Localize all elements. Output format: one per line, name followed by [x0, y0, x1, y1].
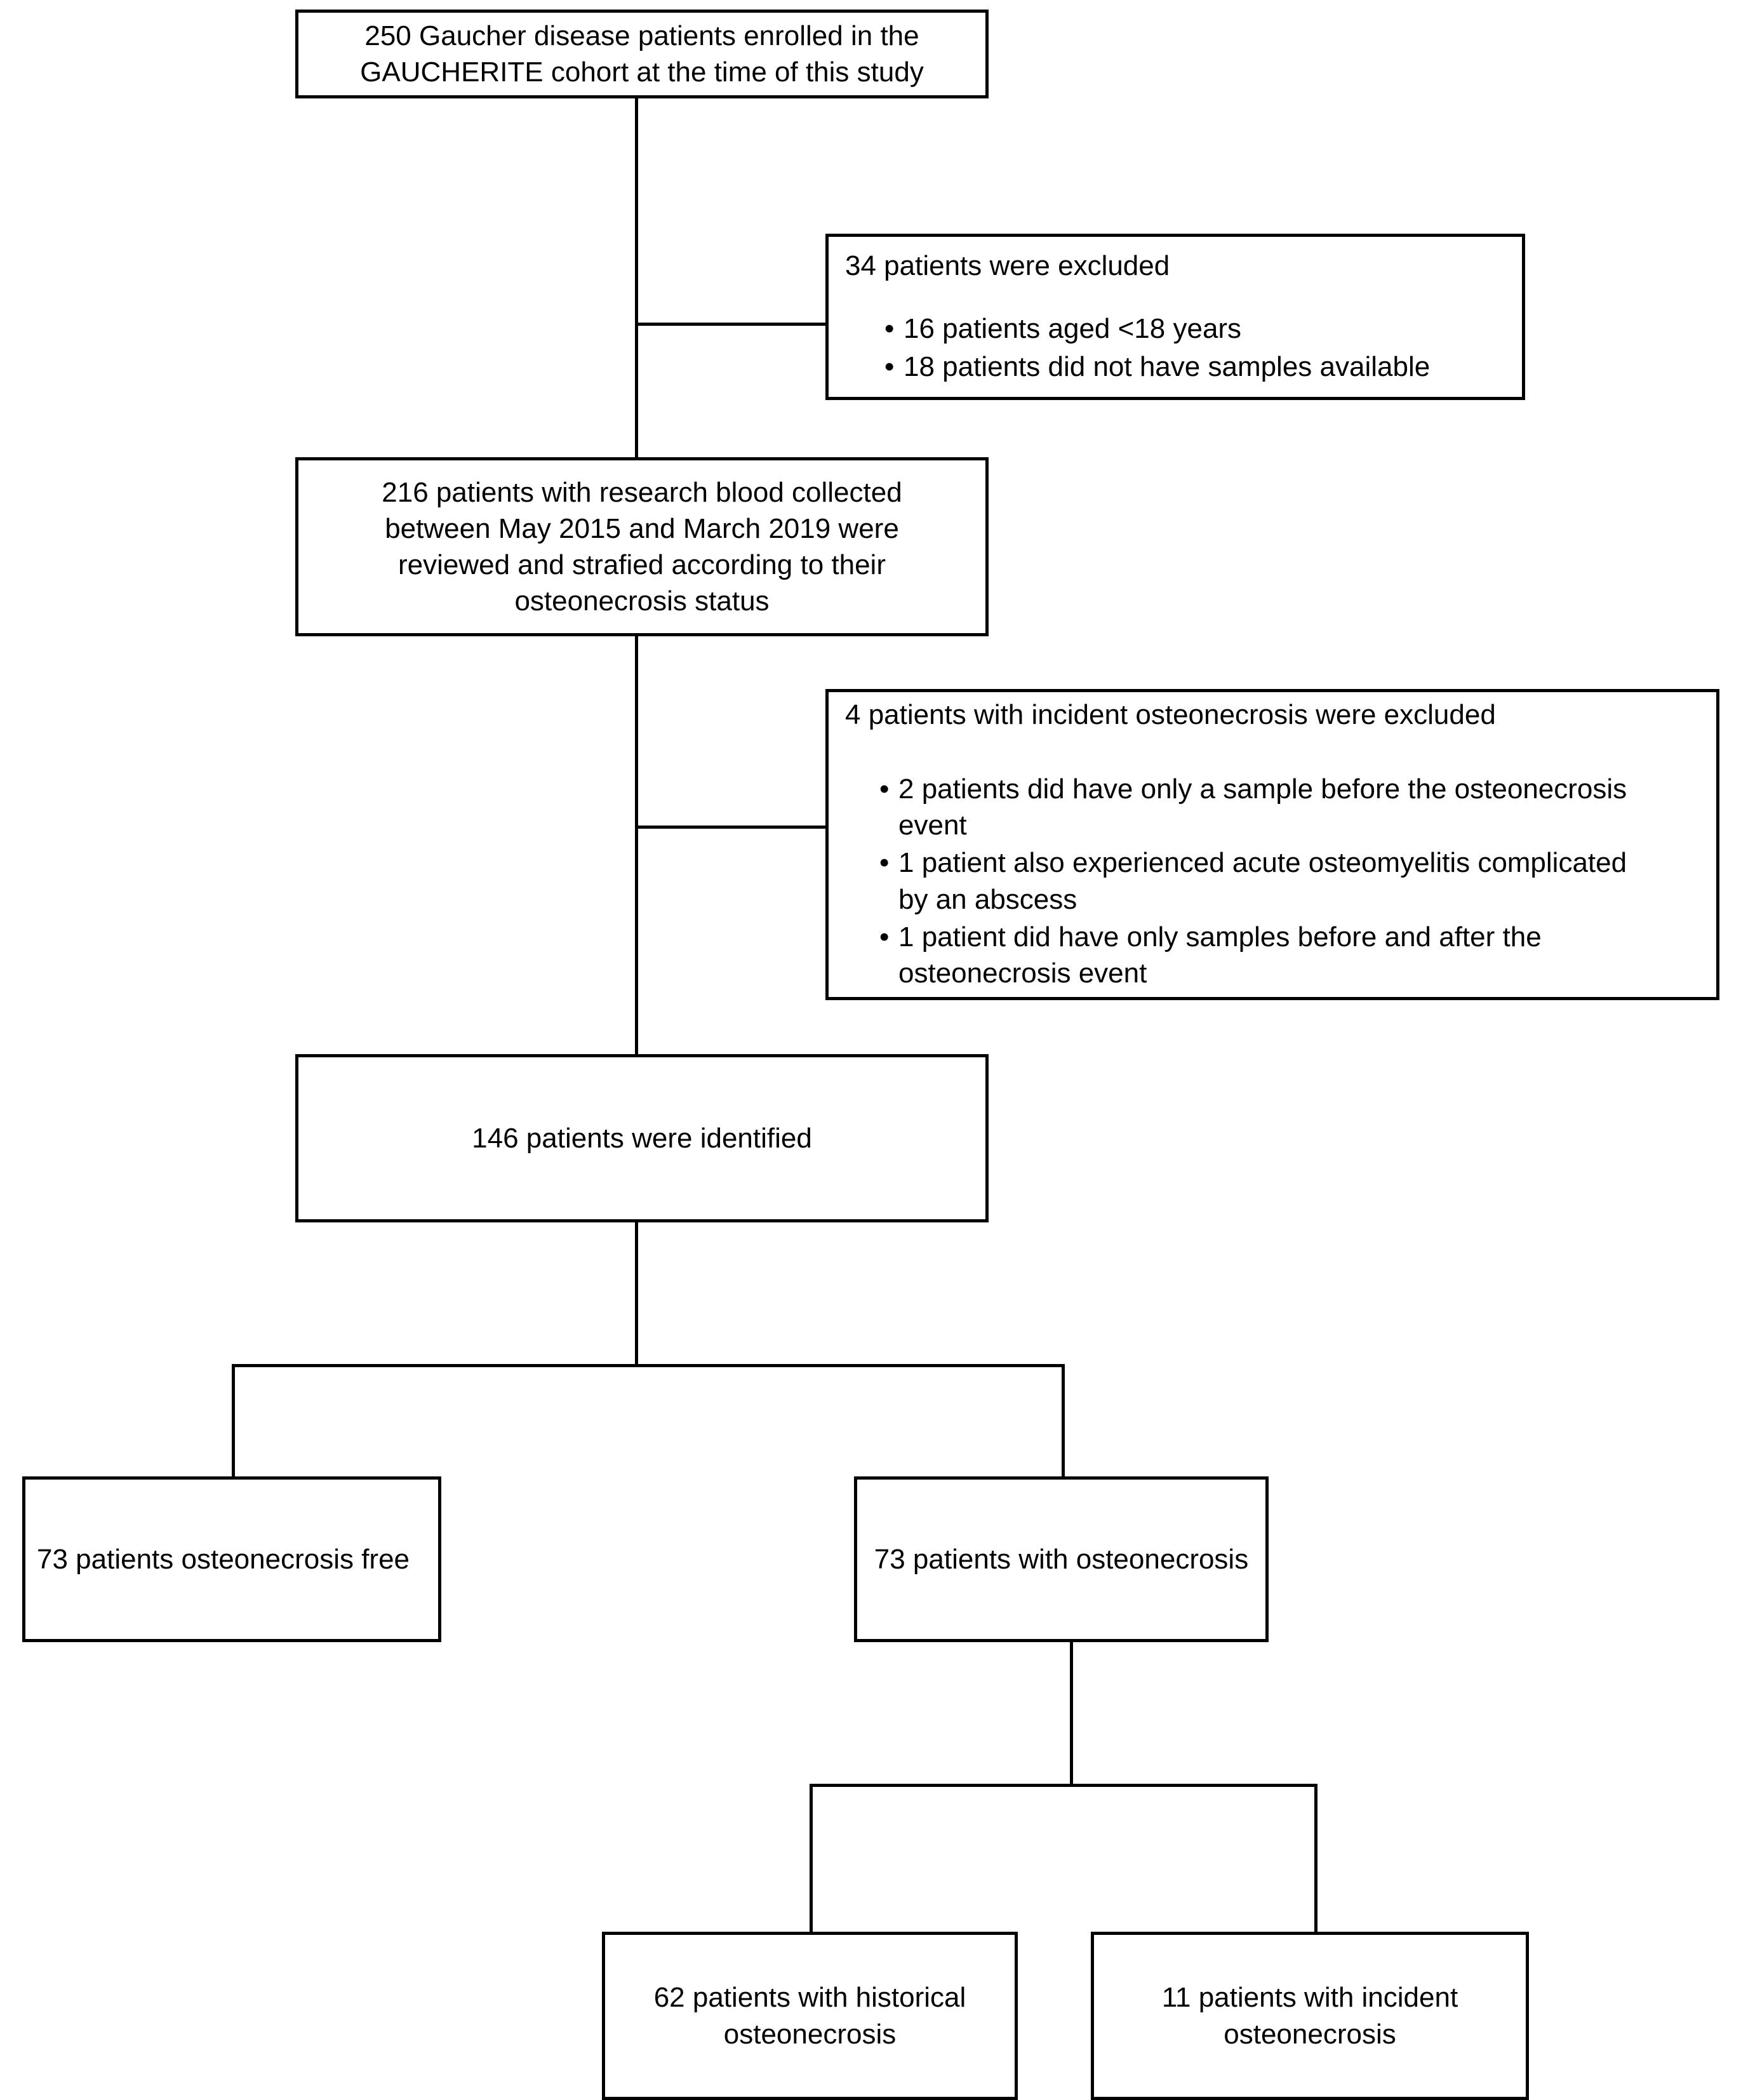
node-osteonecrosis-free: 73 patients osteonecrosis free: [22, 1476, 441, 1642]
list-item: 16 patients aged <18 years: [878, 311, 1430, 347]
connector-onwith-down: [1070, 1642, 1073, 1786]
node-incident-osteonecrosis: 11 patients with incident osteonecrosis: [1091, 1932, 1529, 2100]
node-excluded-2: 4 patients with incident osteonecrosis w…: [825, 689, 1719, 1000]
node-with-osteonecrosis-label: 73 patients with osteonecrosis: [874, 1543, 1249, 1575]
list-item: 18 patients did not have samples availab…: [878, 349, 1430, 385]
node-with-osteonecrosis: 73 patients with osteonecrosis: [854, 1476, 1269, 1642]
list-item: 2 patients did have only a sample before…: [873, 771, 1654, 843]
list-item: 1 patient also experienced acute osteomy…: [873, 845, 1654, 917]
node-identified: 146 patients were identified: [295, 1054, 989, 1222]
node-enrolled-label: 250 Gaucher disease patients enrolled in…: [360, 20, 924, 88]
node-identified-label: 146 patients were identified: [472, 1122, 812, 1154]
node-historical-osteonecrosis: 62 patients with historical osteonecrosi…: [602, 1932, 1018, 2100]
node-enrolled: 250 Gaucher disease patients enrolled in…: [295, 10, 989, 98]
node-reviewed: 216 patients with research blood collect…: [295, 457, 989, 636]
node-incident-osteonecrosis-label: 11 patients with incident osteonecrosis: [1161, 1982, 1458, 2050]
connector-split2-right-down: [1314, 1784, 1317, 1933]
connector-identified-down: [635, 1222, 638, 1366]
node-osteonecrosis-free-label: 73 patients osteonecrosis free: [37, 1543, 410, 1575]
node-historical-osteonecrosis-label: 62 patients with historical osteonecrosi…: [653, 1982, 966, 2050]
node-excluded-2-header: 4 patients with incident osteonecrosis w…: [845, 699, 1496, 730]
node-excluded-1: 34 patients were excluded 16 patients ag…: [825, 234, 1525, 400]
connector-branch-excluded-2: [635, 826, 825, 829]
connector-split-left-down: [232, 1364, 235, 1478]
connector-split-right-down: [1062, 1364, 1065, 1478]
connector-split-bar-top: [232, 1364, 1065, 1367]
node-excluded-1-bullets: 16 patients aged <18 years 18 patients d…: [878, 311, 1430, 385]
connector-branch-excluded-1: [635, 323, 825, 326]
connector-reviewed-to-identified: [635, 636, 638, 1073]
node-excluded-2-bullets: 2 patients did have only a sample before…: [873, 771, 1654, 993]
connector-split2-left-down: [810, 1784, 813, 1933]
node-reviewed-label: 216 patients with research blood collect…: [382, 476, 902, 617]
node-excluded-1-header: 34 patients were excluded: [845, 250, 1170, 282]
connector-split-bar-bottom: [810, 1784, 1317, 1787]
connector-enrolled-down: [635, 98, 638, 457]
list-item: 1 patient did have only samples before a…: [873, 919, 1654, 991]
